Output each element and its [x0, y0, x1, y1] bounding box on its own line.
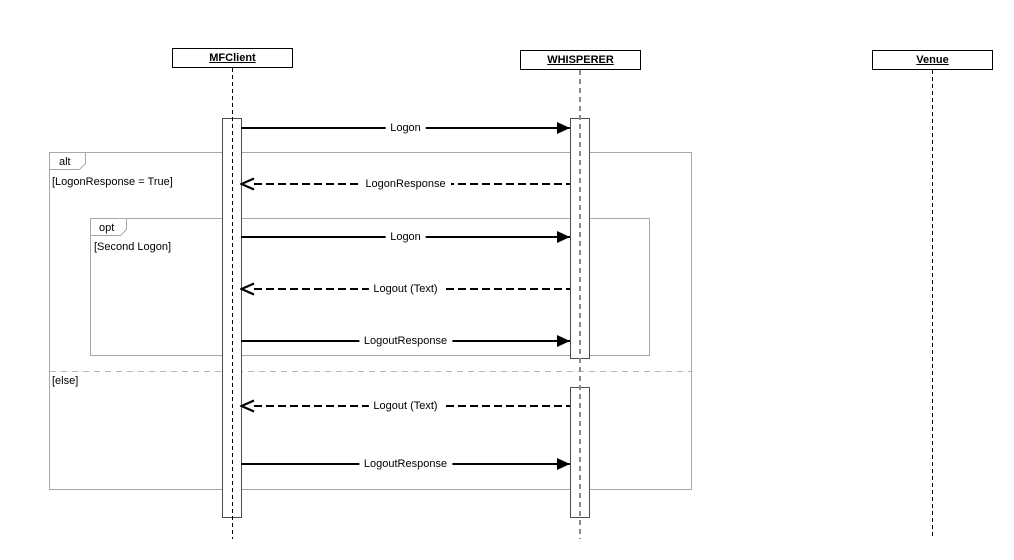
- actor-name: Venue: [916, 54, 949, 66]
- fragment-alt-tab: alt: [49, 152, 86, 170]
- actor-name: MFClient: [209, 52, 256, 64]
- fragment-alt: alt [LogonResponse = True] [else]: [49, 152, 692, 490]
- lifeline-mfclient: [232, 68, 234, 539]
- filled-arrowhead-icon: [557, 335, 570, 347]
- open-arrowhead-icon: [240, 399, 255, 413]
- message-label: Logout (Text): [368, 283, 443, 295]
- message-label: LogoutResponse: [358, 458, 453, 470]
- actor-box-mfclient: MFClient: [172, 48, 293, 68]
- actor-box-whisperer: WHISPERER: [520, 50, 641, 70]
- message-label: LogonResponse: [360, 178, 451, 190]
- message-label: LogoutResponse: [358, 335, 453, 347]
- fragment-alt-divider: [50, 371, 691, 372]
- filled-arrowhead-icon: [557, 122, 570, 134]
- fragment-opt: opt [Second Logon]: [90, 218, 650, 356]
- actor-box-venue: Venue: [872, 50, 993, 70]
- fragment-alt-guard-true: [LogonResponse = True]: [52, 176, 173, 188]
- fragment-alt-guard-else: [else]: [52, 375, 79, 387]
- fragment-opt-guard: [Second Logon]: [94, 241, 172, 253]
- fragment-opt-operator: opt: [99, 222, 114, 234]
- lifeline-venue: [932, 70, 934, 539]
- actor-name: WHISPERER: [547, 54, 614, 66]
- fragment-opt-tab: opt: [90, 218, 127, 236]
- lifeline-whisperer: [579, 70, 581, 539]
- message-label: Logon: [385, 231, 426, 243]
- message-label: Logout (Text): [368, 400, 443, 412]
- open-arrowhead-icon: [240, 282, 255, 296]
- message-label: Logon: [385, 122, 426, 134]
- open-arrowhead-icon: [240, 177, 255, 191]
- filled-arrowhead-icon: [557, 458, 570, 470]
- filled-arrowhead-icon: [557, 231, 570, 243]
- fragment-alt-operator: alt: [59, 156, 71, 168]
